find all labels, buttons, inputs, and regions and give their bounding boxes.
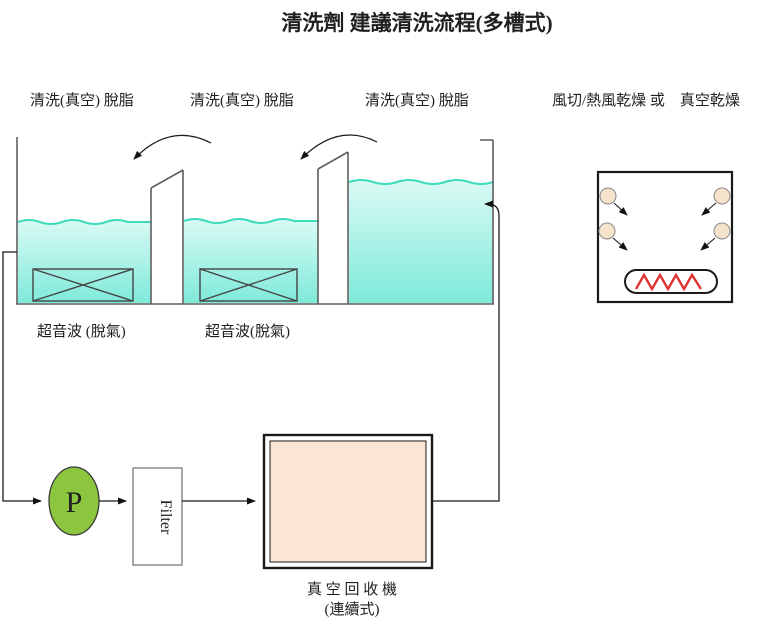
tank1-water <box>18 220 151 303</box>
tank3-water-surface <box>348 179 494 185</box>
tank2-water-surface <box>183 218 318 224</box>
tank3-water <box>349 180 493 303</box>
nozzle-top-right <box>713 187 731 205</box>
recovery-box-inner <box>269 440 427 563</box>
spray-arrow-1 <box>613 202 628 216</box>
tank1-note: 超音波 (脫氣) <box>37 323 126 340</box>
overflow-arrow-into-tank1 <box>133 134 212 160</box>
nozzle-bottom-left <box>598 222 616 240</box>
drain-pipe <box>2 251 42 505</box>
spray-arrow-4 <box>700 237 716 251</box>
spray-arrow-3 <box>701 202 717 216</box>
overflow-arrow-into-tank2 <box>300 134 378 160</box>
recovery-label-mode: (連續式) <box>325 601 380 618</box>
right-outer-wall <box>480 139 494 304</box>
overflow-weir-1 <box>150 169 184 304</box>
overflow-weir-2 <box>317 151 349 304</box>
dryer-nozzles <box>598 187 731 240</box>
heater-coil-icon <box>634 272 703 292</box>
tank1-water-surface <box>17 219 151 225</box>
recovery-label-name: 真 空 回 收 機 <box>307 580 397 598</box>
tank2-label: 清洗(真空) 脫脂 <box>190 91 294 109</box>
spray-arrows <box>612 202 717 251</box>
spray-arrow-2 <box>612 237 628 251</box>
tank2-note: 超音波(脫氣) <box>205 323 290 340</box>
tank3-label: 清洗(真空) 脫脂 <box>365 91 469 109</box>
nozzle-bottom-right <box>713 222 731 240</box>
nozzle-top-left <box>599 187 617 205</box>
tank1-label: 清洗(真空) 脫脂 <box>30 91 134 109</box>
return-pipe <box>432 200 500 502</box>
ultrasonic-transducer-2 <box>199 268 298 302</box>
tank2-water <box>184 219 318 303</box>
filter-label: Filter <box>157 500 174 535</box>
ultrasonic-transducer-1 <box>32 268 134 302</box>
page-title: 清洗劑 建議清洗流程(多槽式) <box>281 11 552 35</box>
filter-box <box>132 467 183 566</box>
pump-label: P <box>66 486 83 519</box>
tank-walls <box>16 137 494 305</box>
drying-label: 風切/熱風乾燥 或 真空乾燥 <box>552 91 740 109</box>
